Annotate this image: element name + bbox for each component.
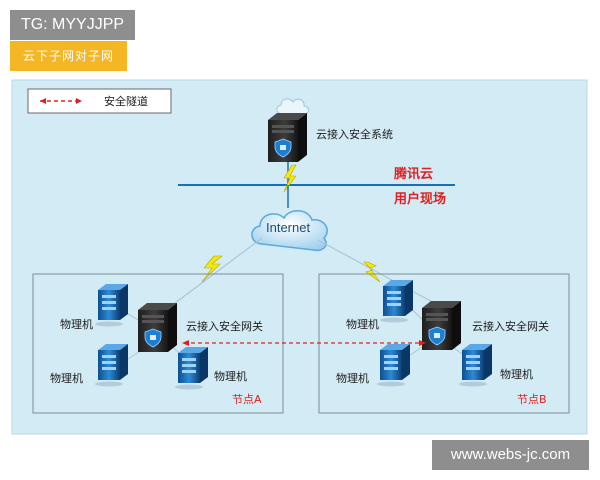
node-b-machine-label: 物理机 [500, 367, 533, 381]
cloud-icon [276, 98, 309, 115]
node-b-name: 节点B [517, 393, 547, 406]
node-a-name: 节点A [232, 393, 262, 406]
node-a-gateway-label: 云接入安全网关 [186, 319, 263, 333]
node-a: 物理机 物理机 物理机 云接入安全网关 节点A [32, 273, 284, 414]
tencent-cloud-label: 腾讯云 [393, 166, 433, 182]
scenario-tag: 云下子网对子网 [10, 41, 127, 71]
cloud-security-system: 云接入安全系统 [267, 98, 393, 163]
cloud-system-label: 云接入安全系统 [316, 127, 393, 141]
user-site-label: 用户现场 [393, 191, 446, 207]
gateway-server-icon [421, 300, 462, 351]
legend-label: 安全隧道 [104, 94, 148, 108]
tg-badge: TG: MYYJJPP [10, 10, 135, 40]
node-b-gateway-label: 云接入安全网关 [472, 319, 549, 333]
tunnel-arrow-left [182, 340, 189, 346]
gateway-server-icon [137, 302, 178, 353]
tunnel-arrow-right [419, 340, 426, 346]
lightning-icon [283, 164, 297, 193]
node-b-machine-label: 物理机 [346, 317, 379, 331]
internet-cloud: Internet [251, 210, 328, 252]
security-tunnel [182, 340, 426, 346]
node-b-machine-label: 物理机 [336, 371, 369, 385]
tunnel-legend-arrow-left [40, 98, 46, 104]
tunnel-legend-arrow-right [76, 98, 82, 104]
site-watermark: www.webs-jc.com [432, 440, 589, 470]
node-a-machine-label: 物理机 [214, 369, 247, 383]
lightning-icon [363, 261, 381, 283]
legend: 安全隧道 [27, 88, 172, 114]
cloud-icon [251, 210, 328, 252]
node-a-machine-label: 物理机 [60, 317, 93, 331]
server-icon [267, 112, 308, 163]
lightning-icon [201, 255, 223, 283]
node-b: 物理机 物理机 物理机 云接入安全网关 节点B [318, 273, 570, 414]
node-a-machine-label: 物理机 [50, 371, 83, 385]
internet-label: Internet [266, 220, 310, 235]
link-internet-gateway-b [317, 239, 439, 306]
